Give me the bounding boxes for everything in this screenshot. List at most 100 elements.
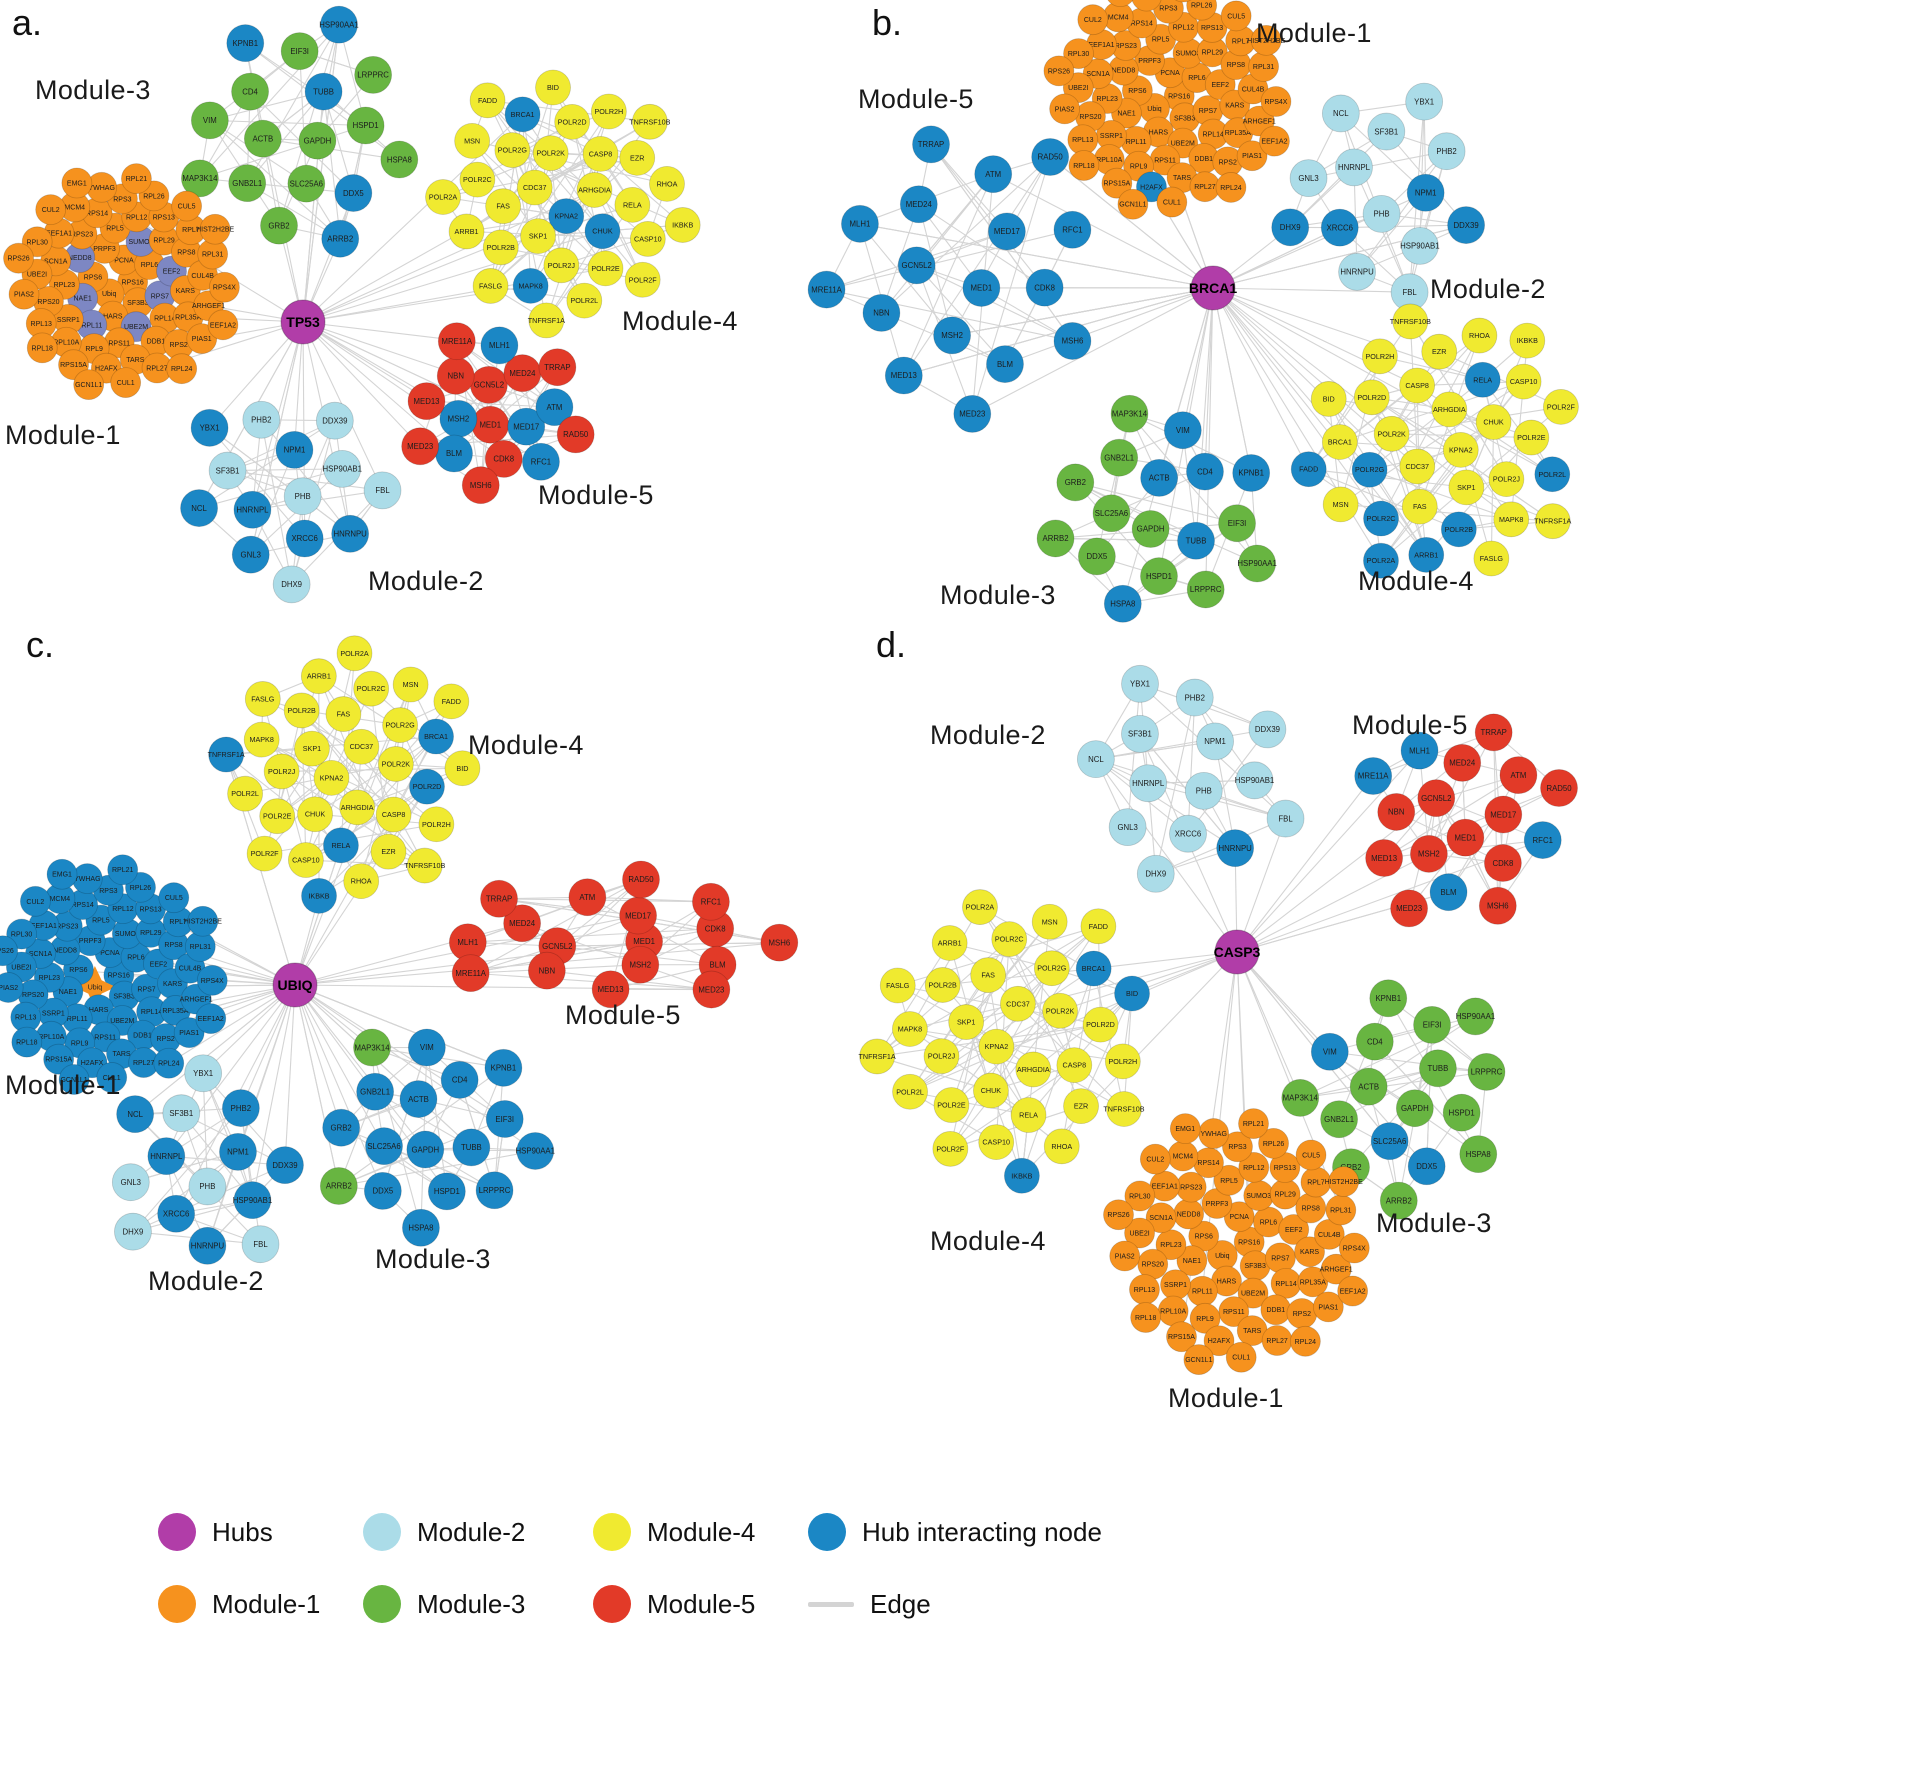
gene-node-label: DHX9 — [123, 1227, 144, 1236]
gene-node-label: KPNB1 — [1238, 469, 1264, 478]
gene-node — [1232, 454, 1271, 492]
gene-node — [649, 165, 685, 202]
gene-node-label: ARHGDIA — [578, 185, 611, 194]
gene-node-label: PHB2 — [1436, 147, 1456, 156]
gene-node-label: MAP3K14 — [354, 1043, 390, 1052]
gene-node — [461, 466, 500, 505]
gene-node-label: EIF3I — [1228, 519, 1247, 528]
gene-node — [1068, 150, 1100, 181]
gene-node-label: HIST2H2BE — [1325, 1179, 1363, 1186]
gene-node-label: FASLG — [251, 694, 275, 703]
gene-node-label: RPS23 — [71, 232, 93, 239]
gene-node — [1169, 814, 1207, 853]
module-label: Module-5 — [538, 480, 654, 510]
gene-node — [1390, 889, 1428, 928]
gene-node-label: RPL24 — [158, 1061, 180, 1068]
gene-node-label: TUBB — [313, 87, 334, 96]
gene-node — [1353, 379, 1390, 416]
module-label: Module-5 — [565, 1000, 681, 1030]
gene-node-label: CUL2 — [26, 899, 44, 906]
gene-node — [1427, 132, 1466, 171]
gene-node-label: ACTB — [1149, 474, 1170, 483]
gene-node-label: RPL6 — [141, 262, 159, 269]
gene-node-label: RPL11 — [1126, 139, 1147, 146]
gene-node — [1407, 1147, 1446, 1186]
gene-node-label: YWHAG — [74, 876, 100, 883]
gene-node — [924, 967, 961, 1003]
gene-node-label: POLR2G — [498, 146, 528, 155]
gene-node-label: ARRB2 — [327, 234, 353, 243]
gene-node-label: FASLG — [886, 981, 910, 990]
gene-node — [978, 1124, 1015, 1161]
gene-node-label: DDX5 — [343, 189, 364, 198]
gene-node-label: RPS7 — [151, 293, 169, 300]
edge — [302, 321, 421, 447]
gene-node — [1031, 903, 1068, 940]
gene-node — [1203, 1325, 1235, 1357]
edge — [916, 264, 1006, 365]
edge — [302, 192, 354, 323]
gene-node — [1184, 771, 1223, 810]
gene-node — [406, 1130, 445, 1169]
edge — [916, 264, 1073, 342]
edge — [318, 786, 428, 897]
module-label: Module-1 — [1168, 1383, 1284, 1413]
gene-node-label: PHB — [295, 492, 311, 501]
gene-node — [962, 269, 1001, 307]
gene-node — [208, 271, 240, 303]
gene-node — [418, 806, 455, 843]
gene-node — [507, 407, 546, 446]
gene-node — [188, 1167, 227, 1206]
gene-node-label: MRE11A — [455, 969, 486, 978]
gene-node — [190, 101, 229, 140]
gene-node-label: RPS2 — [1293, 1311, 1311, 1318]
legend-item-module-2: Module-2 — [363, 1513, 593, 1551]
gene-node-label: HSP90AB1 — [1400, 242, 1439, 251]
gene-node-label: NBN — [539, 966, 555, 975]
gene-node-label: SLC25A6 — [290, 179, 323, 188]
gene-node-label: CDC37 — [1405, 462, 1429, 471]
gene-node-label: ARHGDIA — [1433, 405, 1466, 414]
gene-node-label: EEF1A2 — [1340, 1289, 1366, 1296]
edge — [302, 321, 555, 408]
gene-node-label: RPL5 — [1220, 1178, 1238, 1185]
module-1-swatch — [158, 1585, 196, 1623]
gene-node-label: ARRB2 — [1043, 534, 1069, 543]
gene-node — [147, 1137, 186, 1176]
edge — [134, 984, 296, 1115]
gene-node — [932, 1130, 969, 1167]
gene-node-label: MED17 — [625, 911, 651, 920]
gene-node — [480, 879, 518, 918]
gene-node — [912, 125, 950, 164]
edge — [302, 189, 595, 323]
edge — [1419, 101, 1425, 246]
gene-node-label: RPL24 — [171, 366, 193, 373]
gene-node-label: BID — [456, 764, 468, 773]
gene-node-label: RELA — [623, 200, 642, 209]
edge — [294, 922, 523, 986]
gene-node-label: MED24 — [1449, 759, 1476, 768]
gene-node — [760, 923, 799, 962]
edge — [918, 204, 953, 336]
gene-node-label: HSP90AB1 — [233, 1196, 272, 1205]
gene-node-label: RPL30 — [11, 932, 33, 939]
legend-label: Module-1 — [212, 1588, 321, 1619]
gene-node — [427, 1172, 466, 1211]
edge — [1075, 481, 1197, 542]
gene-node — [1271, 208, 1310, 247]
gene-node-label: MSH6 — [1487, 902, 1509, 911]
gene-node-label: RPL31 — [1253, 64, 1275, 71]
gene-node-label: TARS — [1173, 175, 1191, 182]
gene-node-label: NEDD8 — [53, 948, 77, 955]
gene-node-label: GNL3 — [121, 1178, 141, 1187]
gene-node-label: CUL5 — [178, 204, 196, 211]
panel-letter-c: c. — [26, 624, 55, 665]
edge — [227, 468, 343, 472]
gene-node-label: FAS — [981, 971, 995, 980]
gene-node — [181, 159, 219, 198]
gene-node-label: IKBKB — [672, 220, 693, 229]
gene-node-label: GRB2 — [268, 221, 289, 230]
edge — [1289, 131, 1387, 228]
gene-node — [343, 728, 380, 765]
